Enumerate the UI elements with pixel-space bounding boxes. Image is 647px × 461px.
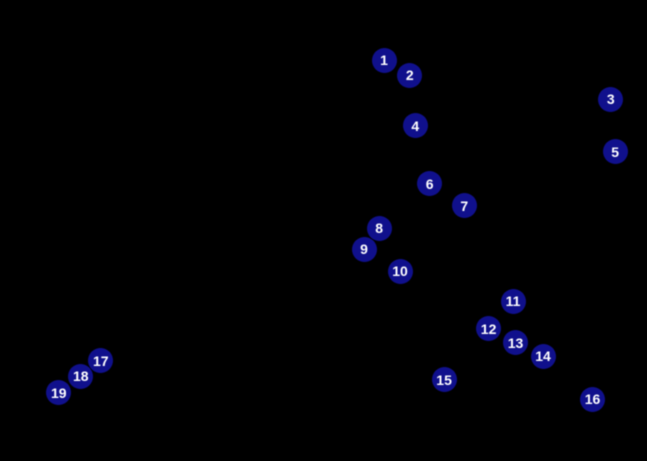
circle-number-label: 12 <box>480 320 497 337</box>
numbered-circle-8[interactable]: 8 <box>366 215 392 241</box>
circle-number-label: 19 <box>51 384 67 401</box>
circle-number-label: 5 <box>611 143 620 160</box>
numbered-circle-18[interactable]: 18 <box>68 363 94 389</box>
numbered-circle-5[interactable]: 5 <box>602 139 628 165</box>
numbered-circle-16[interactable]: 16 <box>580 386 605 412</box>
numbered-circle-4[interactable]: 4 <box>402 113 428 139</box>
circle-number-label: 17 <box>93 352 109 369</box>
circle-number-label: 14 <box>535 348 551 365</box>
numbered-circle-15[interactable]: 15 <box>431 367 457 392</box>
numbered-circle-6[interactable]: 6 <box>417 171 443 197</box>
circle-number-label: 9 <box>360 241 368 258</box>
circle-number-label: 16 <box>584 391 601 407</box>
circle-number-label: 3 <box>606 91 615 107</box>
circle-number-label: 13 <box>507 334 524 351</box>
circle-number-label: 2 <box>405 67 414 84</box>
numbered-circle-14[interactable]: 14 <box>530 343 556 369</box>
circle-number-label: 10 <box>392 263 408 280</box>
numbered-circle-1[interactable]: 1 <box>371 47 397 73</box>
circle-number-label: 1 <box>380 52 388 68</box>
circle-number-label: 15 <box>436 371 452 388</box>
numbered-circle-12[interactable]: 12 <box>476 316 502 342</box>
numbered-circle-9[interactable]: 9 <box>351 236 377 262</box>
numbered-circle-13[interactable]: 13 <box>503 330 528 356</box>
numbered-circle-10[interactable]: 10 <box>387 258 413 284</box>
numbered-circle-2[interactable]: 2 <box>397 62 423 88</box>
numbered-circle-3[interactable]: 3 <box>598 86 624 112</box>
numbered-circle-19[interactable]: 19 <box>46 380 72 406</box>
circle-number-label: 8 <box>375 220 384 237</box>
numbered-circle-17[interactable]: 17 <box>88 348 114 374</box>
numbered-circle-7[interactable]: 7 <box>451 193 477 219</box>
circle-number-label: 6 <box>425 175 434 192</box>
circle-number-label: 4 <box>411 117 420 134</box>
circle-number-label: 18 <box>73 368 89 385</box>
numbered-circle-11[interactable]: 11 <box>500 288 526 314</box>
circle-number-label: 11 <box>505 293 521 309</box>
circle-number-label: 7 <box>460 197 469 214</box>
